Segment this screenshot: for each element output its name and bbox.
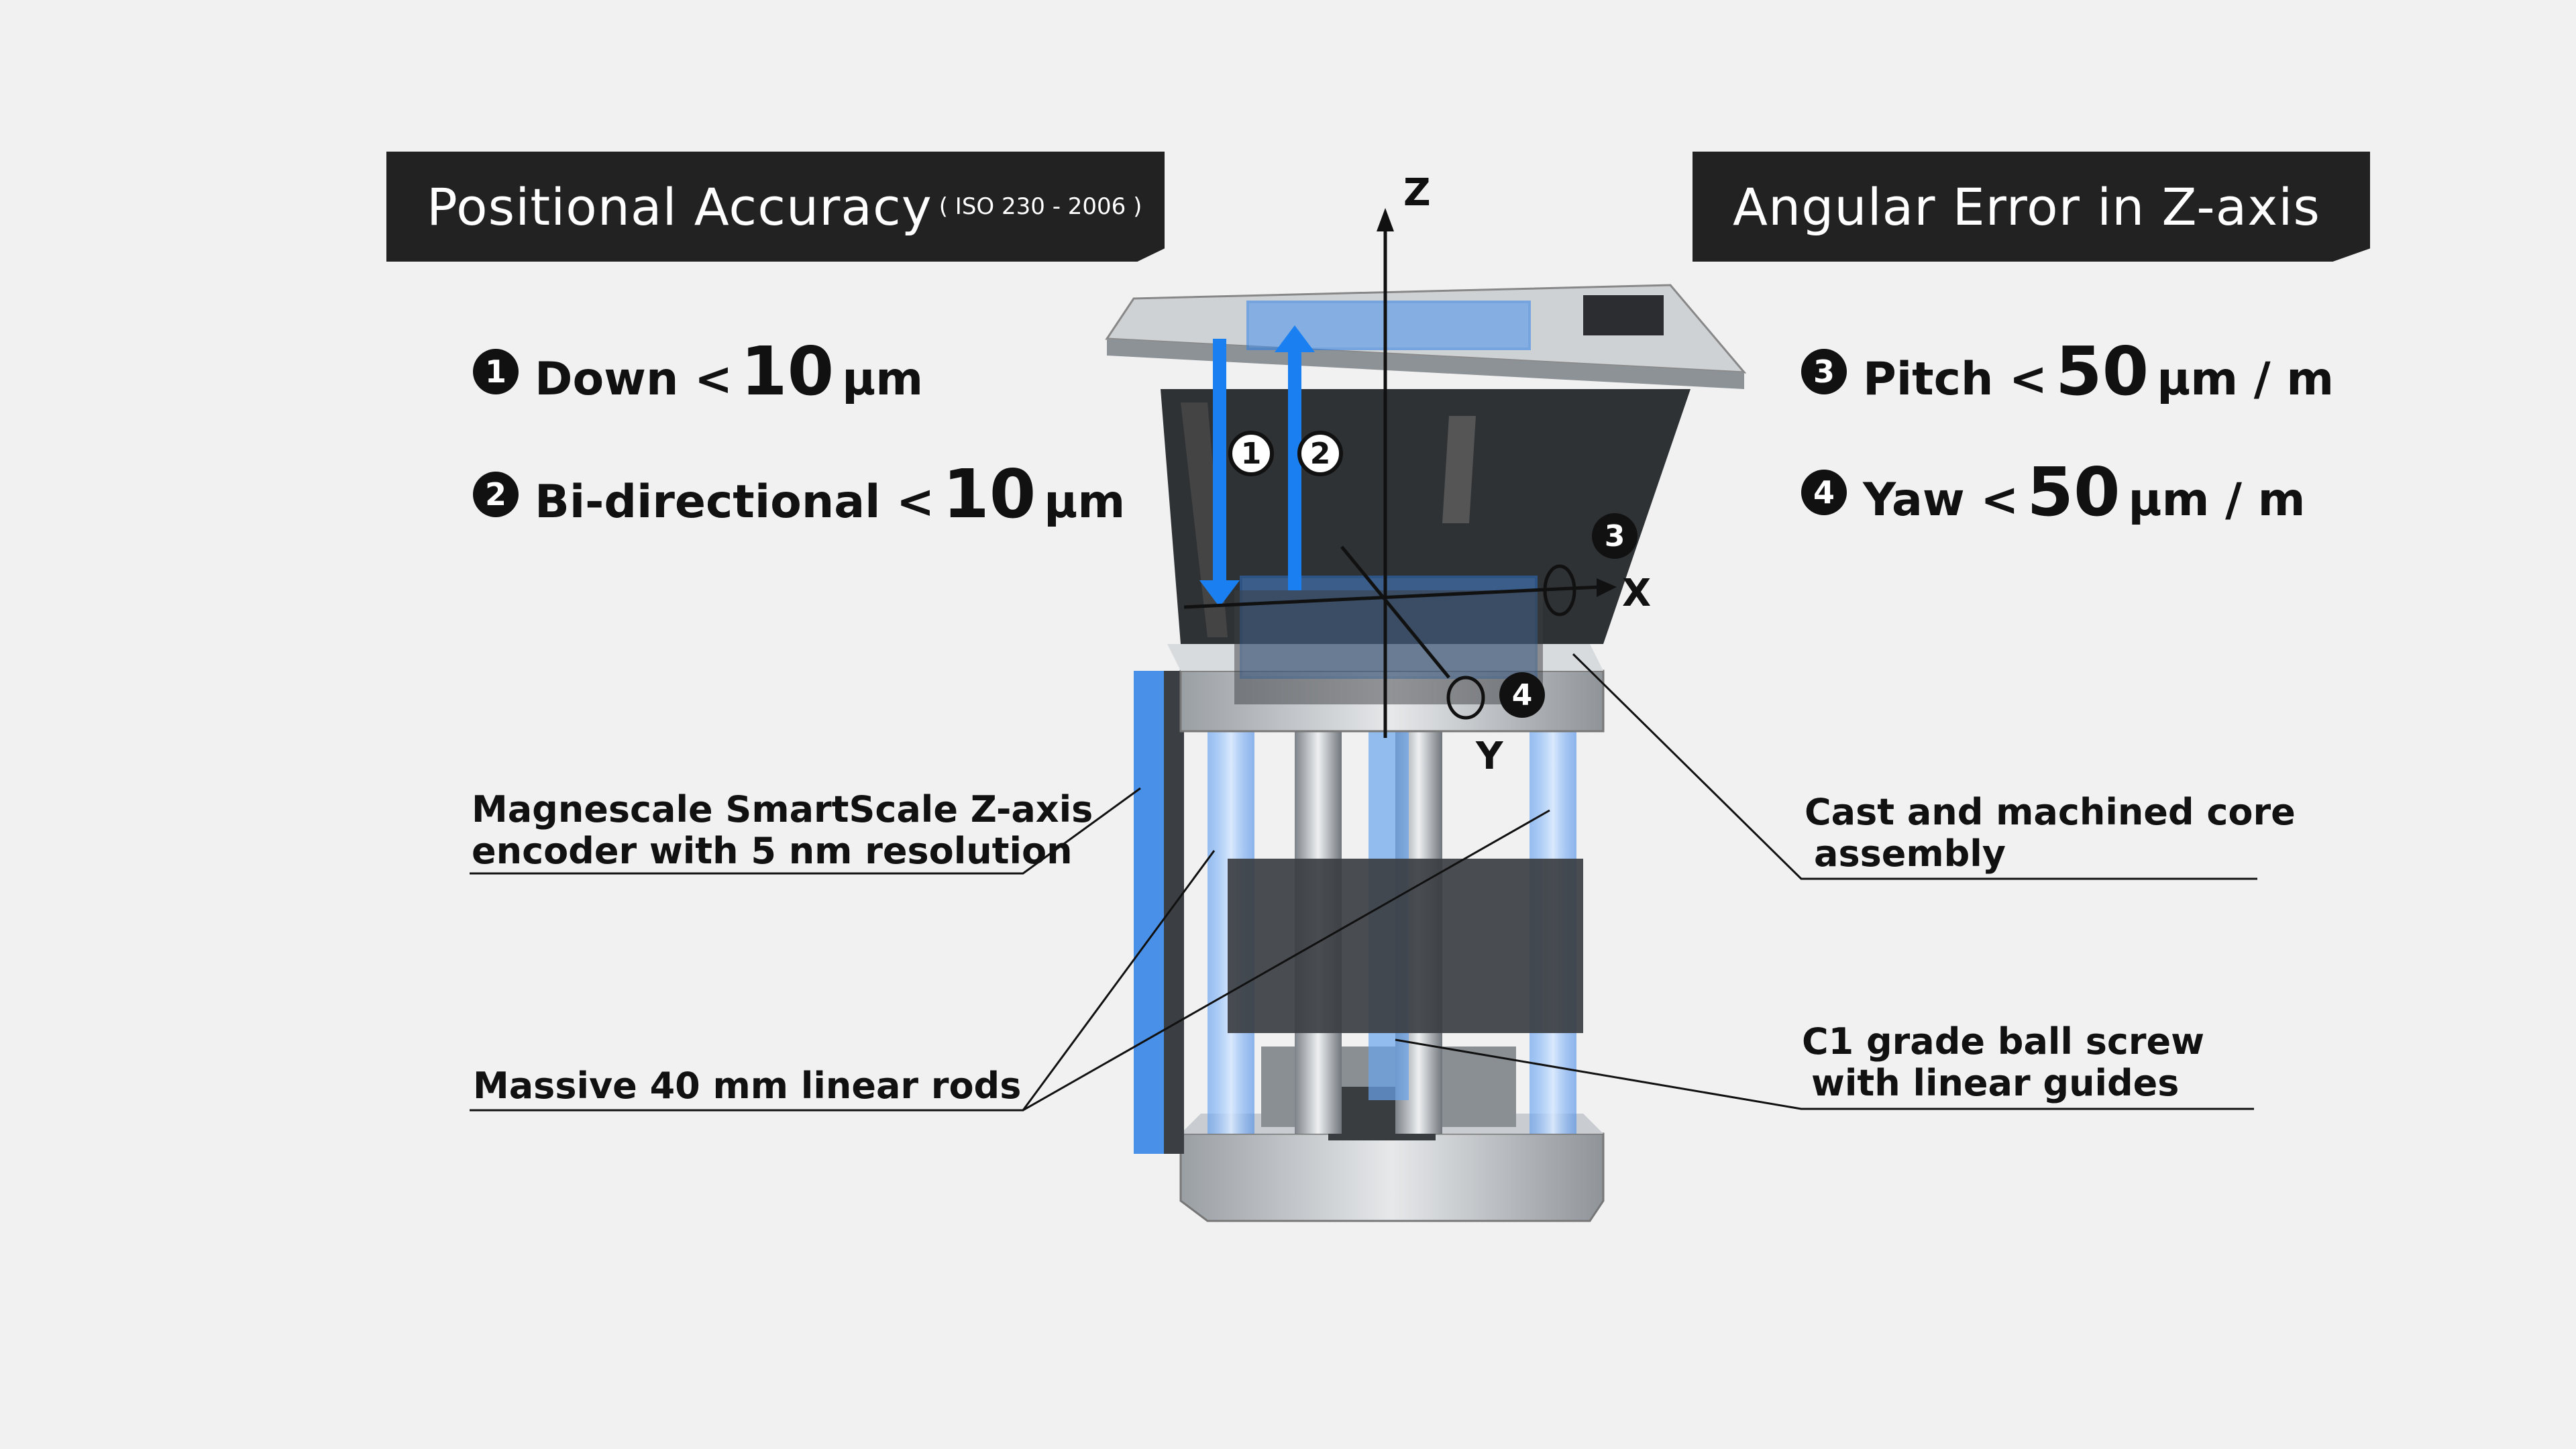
top-table: [1105, 284, 1747, 389]
spec-unit: µm / m: [2128, 474, 2306, 527]
positional-arrows: [1199, 325, 1315, 607]
encoder-callout: Magnescale SmartScale Z-axis encoder wit…: [472, 789, 1093, 872]
ballscrew-callout: C1 grade ball screw with linear guides: [1802, 1021, 2204, 1104]
spec-unit: µm / m: [2157, 353, 2334, 406]
spec-badge-2: 2: [473, 471, 519, 517]
marker-1: 1: [1228, 431, 1274, 476]
ballscrew-callout-line1: C1 grade ball screw: [1802, 1020, 2205, 1063]
marker-2: 2: [1297, 431, 1343, 476]
spec-value: 10: [741, 332, 835, 411]
x-arrowhead: [1597, 578, 1617, 597]
spec-value: 10: [943, 455, 1036, 533]
encoder-callout-line2: encoder with 5 nm resolution: [472, 830, 1073, 872]
z-axis-label: Z: [1403, 171, 1431, 215]
y-axis-label: Y: [1476, 735, 1503, 778]
spec-unit: µm: [1044, 476, 1126, 529]
spec-badge-3: 3: [1801, 348, 1847, 394]
spec-label: Down <: [535, 353, 733, 406]
spec-down: 1 Down < 10 µm: [473, 332, 923, 411]
motor-block: [1228, 859, 1583, 1033]
spec-label: Bi-directional <: [535, 476, 935, 529]
spec-badge-1: 1: [473, 348, 519, 394]
spec-value: 50: [2027, 453, 2121, 531]
spec-value: 50: [2055, 332, 2149, 411]
spec-badge-4: 4: [1801, 469, 1847, 515]
coordinate-axes: [1183, 228, 1601, 738]
encoder-callout-line1: Magnescale SmartScale Z-axis: [472, 788, 1093, 830]
angular-error-banner: Angular Error in Z-axis: [1693, 152, 2370, 262]
spec-pitch: 3 Pitch < 50 µm / m: [1801, 332, 2334, 411]
marker-3: 3: [1592, 513, 1638, 559]
rods-callout: Massive 40 mm linear rods: [473, 1065, 1022, 1107]
core-callout-line1: Cast and machined core: [1805, 791, 2296, 833]
spec-bidirectional: 2 Bi-directional < 10 µm: [473, 455, 1125, 533]
positional-accuracy-banner: Positional Accuracy ( ISO 230 - 2006 ): [386, 152, 1165, 262]
leader-lines: [470, 653, 2257, 1112]
encoder-strip: [1134, 671, 1184, 1154]
iso-standard-label: ( ISO 230 - 2006 ): [938, 193, 1142, 220]
spec-yaw: 4 Yaw < 50 µm / m: [1801, 453, 2305, 531]
x-axis-label: X: [1622, 572, 1652, 615]
marker-4: 4: [1499, 672, 1545, 718]
spec-label: Pitch <: [1863, 353, 2048, 406]
spec-unit: µm: [842, 353, 924, 406]
ballscrew-callout-line2: with linear guides: [1811, 1062, 2180, 1104]
positional-accuracy-title: Positional Accuracy: [427, 176, 932, 237]
spec-label: Yaw <: [1863, 474, 2019, 527]
rotation-icons: [1446, 564, 1576, 720]
angular-error-title: Angular Error in Z-axis: [1733, 176, 2320, 237]
core-callout-line2: assembly: [1814, 833, 2006, 875]
z-arrowhead: [1377, 208, 1394, 231]
core-callout: Cast and machined core assembly: [1805, 792, 2296, 875]
